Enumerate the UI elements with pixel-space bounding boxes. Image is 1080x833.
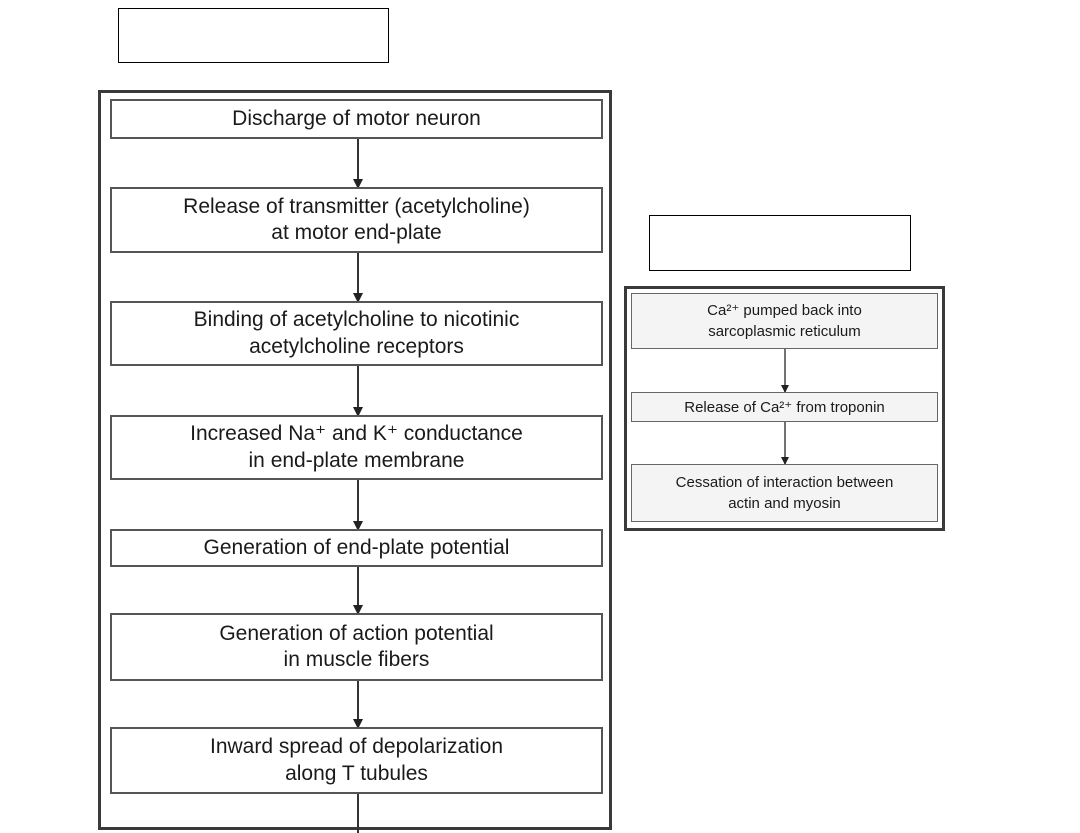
step-action-potential: Generation of action potential in muscle… — [110, 613, 603, 681]
step-release-transmitter: Release of transmitter (acetylcholine) a… — [110, 187, 603, 253]
step-discharge-motor-neuron: Discharge of motor neuron — [110, 99, 603, 139]
step-ca-pumped-back: Ca²⁺ pumped back into sarcoplasmic retic… — [631, 293, 938, 349]
step-release-ca-troponin: Release of Ca²⁺ from troponin — [631, 392, 938, 422]
step-increased-conductance: Increased Na⁺ and K⁺ conductance in end-… — [110, 415, 603, 480]
left-title-box — [118, 8, 389, 63]
step-binding-acetylcholine: Binding of acetylcholine to nicotinic ac… — [110, 301, 603, 366]
step-cessation-interaction: Cessation of interaction between actin a… — [631, 464, 938, 522]
step-end-plate-potential: Generation of end-plate potential — [110, 529, 603, 567]
left-connector-arrows — [353, 139, 363, 833]
step-inward-spread-depolarization: Inward spread of depolarization along T … — [110, 727, 603, 794]
right-connector-arrows — [781, 349, 789, 465]
relaxation-flowchart: Ca²⁺ pumped back into sarcoplasmic retic… — [624, 286, 945, 531]
excitation-flowchart: Discharge of motor neuron Release of tra… — [98, 90, 612, 833]
right-title-box — [649, 215, 911, 271]
